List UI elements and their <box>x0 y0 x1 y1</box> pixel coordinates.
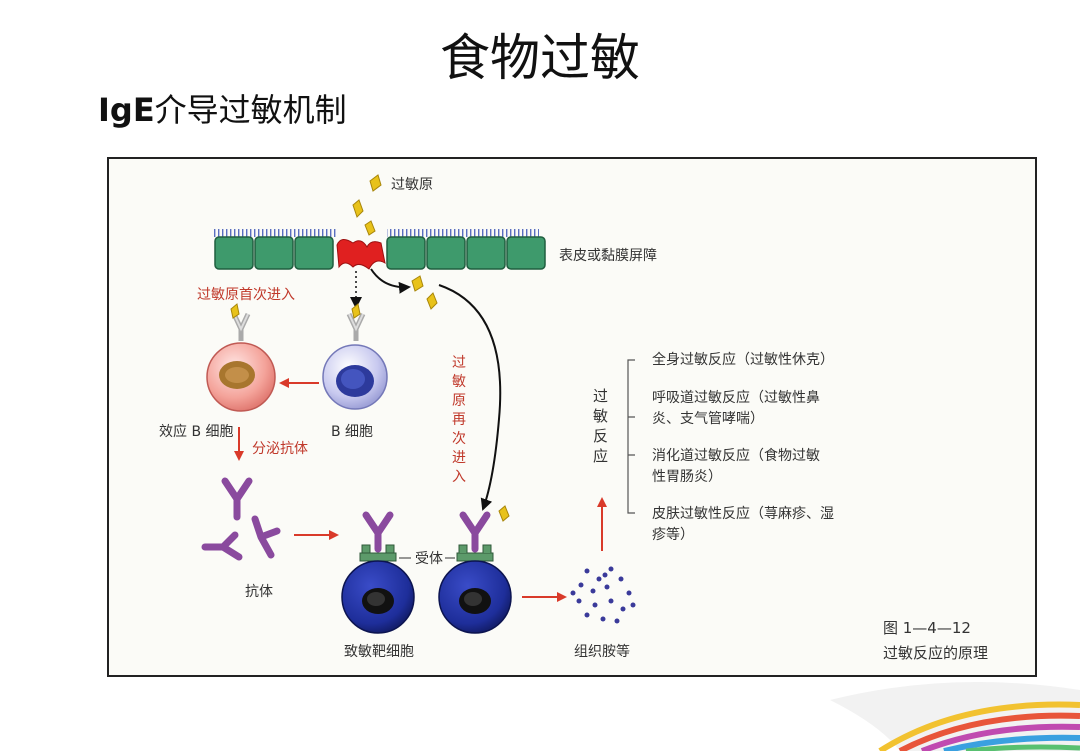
first-entry-label: 过敏原首次进入 <box>197 287 295 303</box>
svg-text:过: 过 <box>593 387 608 405</box>
reaction-item: 炎、支气管哮喘） <box>652 410 764 427</box>
subtitle-prefix: IgE <box>98 91 155 129</box>
receptor-label: 受体 <box>415 551 443 567</box>
allergen-label: 过敏原 <box>391 177 433 193</box>
barrier-breach <box>336 239 386 270</box>
reaction-item: 消化道过敏反应（食物过敏 <box>652 447 820 464</box>
reaction-item: 皮肤过敏性反应（荨麻疹、湿 <box>652 505 834 522</box>
subtitle-rest: 介导过敏机制 <box>154 91 347 129</box>
svg-text:次: 次 <box>452 431 466 447</box>
allergen-particles <box>352 174 438 310</box>
reaction-bracket <box>627 359 635 514</box>
figure-caption: 过敏反应的原理 <box>883 644 988 662</box>
effector-b-label: 效应 B 细胞 <box>159 423 234 440</box>
reaction-item: 疹等） <box>652 526 694 543</box>
barrier-label: 表皮或黏膜屏障 <box>559 248 657 264</box>
reaction-item: 呼吸道过敏反应（过敏性鼻 <box>652 389 820 406</box>
svg-text:进: 进 <box>452 450 466 466</box>
antibody-label: 抗体 <box>245 584 273 600</box>
reaction-item: 全身过敏反应（过敏性休克） <box>652 351 834 368</box>
figure-number: 图 1—4—12 <box>883 619 971 637</box>
svg-text:再: 再 <box>452 412 466 428</box>
breach-arrow <box>370 268 411 294</box>
sensitized-cell-label: 致敏靶细胞 <box>344 644 414 660</box>
svg-text:过: 过 <box>452 355 466 371</box>
diagram-figure: 过敏原 表皮或黏膜屏障 过敏原首次进入 效应 B 细胞 B 细胞 分泌抗体 抗体 <box>107 157 1037 677</box>
svg-text:敏: 敏 <box>452 374 466 390</box>
svg-text:反: 反 <box>593 427 608 445</box>
epithelial-barrier <box>214 229 546 270</box>
b-cell <box>322 303 388 410</box>
reentry-label: 过 敏 原 再 次 进 入 <box>452 355 466 485</box>
reentry-arrow <box>438 284 502 511</box>
target-cell-1 <box>341 511 415 634</box>
reaction-item: 性胃肠炎） <box>652 469 722 485</box>
diagram-canvas: 过敏原 表皮或黏膜屏障 过敏原首次进入 效应 B 细胞 B 细胞 分泌抗体 抗体 <box>159 174 988 662</box>
histamine-label: 组织胺等 <box>574 643 630 660</box>
svg-text:敏: 敏 <box>593 407 608 425</box>
reaction-list: 全身过敏反应（过敏性休克） 呼吸道过敏反应（过敏性鼻 炎、支气管哮喘） 消化道过… <box>652 351 834 543</box>
svg-text:入: 入 <box>452 469 466 485</box>
antibody-cluster <box>201 477 281 561</box>
histamine-dots <box>570 566 636 624</box>
svg-text:原: 原 <box>452 393 466 409</box>
effector-b-cell <box>206 303 276 412</box>
secrete-label: 分泌抗体 <box>252 441 308 457</box>
allergic-reaction-label: 过 敏 反 应 <box>593 387 608 465</box>
slide-subtitle: IgE介导过敏机制 <box>98 85 347 131</box>
b-cell-label: B 细胞 <box>331 424 373 440</box>
svg-text:应: 应 <box>593 447 608 465</box>
slide-title: 食物过敏 <box>440 29 640 87</box>
target-cell-2 <box>438 505 512 634</box>
